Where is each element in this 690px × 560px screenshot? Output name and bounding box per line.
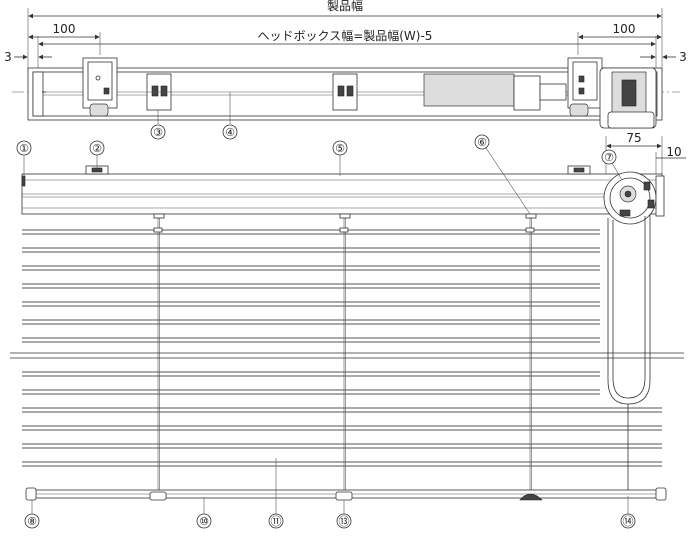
svg-text:②: ② [92, 142, 102, 155]
dimension-right-gap: 3 [640, 50, 687, 64]
callout-3: ③ [150, 110, 166, 140]
right-gap-label: 3 [679, 50, 687, 64]
overall-width-label: 製品幅 [327, 0, 363, 13]
callout-8: ⑧ [24, 500, 40, 529]
callout-6: ⑥ [474, 134, 531, 215]
mechanism-width-label: 75 [626, 131, 641, 145]
dimension-mechanism-gap: 10 [655, 145, 686, 176]
bottom-rail [25, 487, 667, 501]
ladder-cords [153, 213, 537, 494]
dimension-right-offset: 100 [577, 22, 662, 55]
slats [22, 229, 662, 467]
operating-loop [607, 214, 651, 496]
callout-1: ① [16, 140, 32, 176]
svg-text:⑬: ⑬ [339, 515, 350, 528]
ladder-drum-left [146, 73, 172, 111]
svg-text:①: ① [19, 142, 29, 155]
top-view [12, 57, 680, 129]
callout-7: ⑦ [601, 149, 623, 181]
svg-text:⑧: ⑧ [27, 515, 37, 528]
right-bracket-top [567, 57, 603, 117]
svg-text:⑥: ⑥ [477, 136, 487, 149]
callout-14: ⑭ [620, 496, 636, 529]
callout-13: ⑬ [336, 500, 352, 529]
callout-5: ⑤ [332, 140, 348, 176]
right-offset-label: 100 [613, 22, 636, 36]
ladder-drum-center [332, 73, 358, 111]
bracket-front-right [567, 165, 591, 175]
dimension-mechanism-width: 75 [605, 131, 663, 176]
tilt-mechanism-front [603, 171, 665, 225]
left-bracket-top [82, 57, 118, 117]
svg-text:⑦: ⑦ [604, 151, 614, 164]
callout-2: ② [89, 140, 105, 168]
svg-text:⑩: ⑩ [199, 515, 209, 528]
mechanism-gap-label: 10 [666, 145, 681, 159]
callout-11: ⑪ [268, 458, 284, 529]
head-rail [21, 173, 663, 215]
dimension-headbox-width: ヘッドボックス幅=製品幅(W)-5 [37, 28, 657, 72]
dimension-left-offset: 100 [28, 22, 101, 55]
svg-text:④: ④ [225, 126, 235, 139]
svg-text:⑭: ⑭ [623, 515, 634, 528]
headbox-width-label: ヘッドボックス幅=製品幅(W)-5 [258, 28, 433, 43]
tilt-mechanism-top [599, 67, 657, 129]
svg-text:③: ③ [153, 126, 163, 139]
left-offset-label: 100 [53, 22, 76, 36]
callout-4: ④ [222, 92, 238, 140]
svg-text:⑤: ⑤ [335, 142, 345, 155]
break-line [10, 352, 684, 359]
dimension-left-gap: 3 [4, 50, 52, 64]
left-gap-label: 3 [4, 50, 12, 64]
svg-text:⑪: ⑪ [271, 515, 282, 528]
dimension-overall-width: 製品幅 [27, 0, 663, 72]
callout-10: ⑩ [196, 497, 212, 529]
